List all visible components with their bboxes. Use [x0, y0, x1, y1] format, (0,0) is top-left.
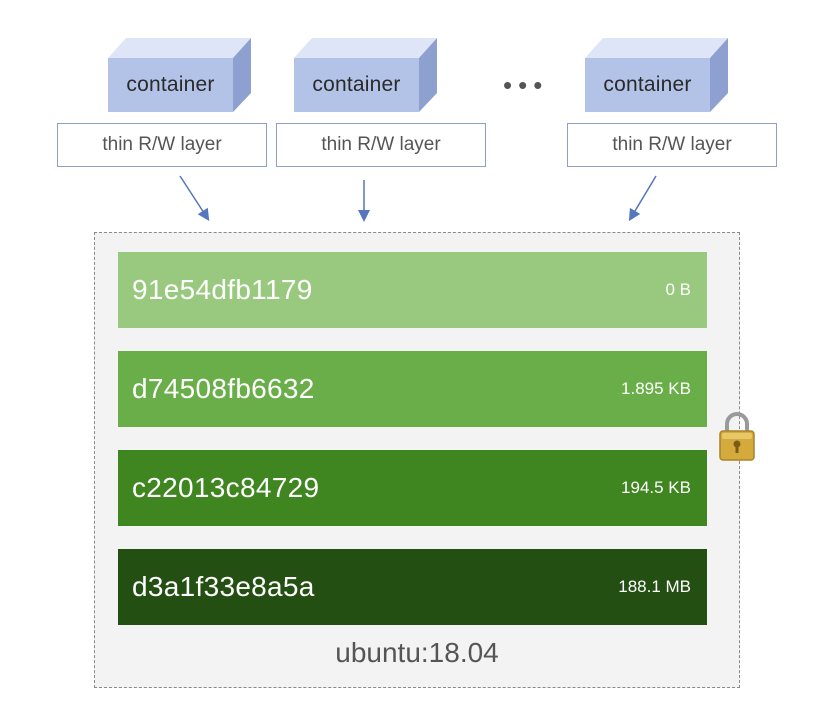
- image-layer: d3a1f33e8a5a 188.1 MB: [118, 549, 707, 625]
- layer-id: d3a1f33e8a5a: [132, 571, 315, 602]
- cube-shape: [294, 38, 437, 112]
- ellipsis: •••: [503, 70, 549, 100]
- container-label: container: [126, 72, 215, 96]
- layer-size: 194.5 KB: [621, 478, 691, 497]
- layer-size: 0 B: [665, 280, 691, 299]
- layer-id: d74508fb6632: [132, 373, 315, 404]
- arrow-1: [179, 175, 210, 222]
- container-3: container: [585, 38, 728, 112]
- layer-size: 1.895 KB: [621, 379, 691, 398]
- rw-layer-2: thin R/W layer: [276, 123, 486, 167]
- cube-shape: [108, 38, 251, 112]
- image-layer: c22013c84729 194.5 KB: [118, 450, 707, 526]
- container-label: container: [603, 72, 692, 96]
- image-layer: d74508fb6632 1.895 KB: [118, 351, 707, 427]
- lock-icon: [719, 412, 755, 461]
- layer-id: 91e54dfb1179: [132, 274, 313, 305]
- image-frame: 91e54dfb1179 0 B d74508fb6632 1.895 KB c…: [94, 232, 740, 688]
- image-layer: 91e54dfb1179 0 B: [118, 252, 707, 328]
- container-1: container: [108, 38, 251, 112]
- layer-id: c22013c84729: [132, 472, 320, 503]
- container-2: container: [294, 38, 437, 112]
- container-label: container: [312, 72, 401, 96]
- image-name: ubuntu:18.04: [335, 637, 499, 668]
- rw-layer-3: thin R/W layer: [567, 123, 777, 167]
- arrow-3: [628, 175, 657, 222]
- layer-size: 188.1 MB: [618, 577, 691, 596]
- rw-layer-1: thin R/W layer: [57, 123, 267, 167]
- cube-shape: [585, 38, 728, 112]
